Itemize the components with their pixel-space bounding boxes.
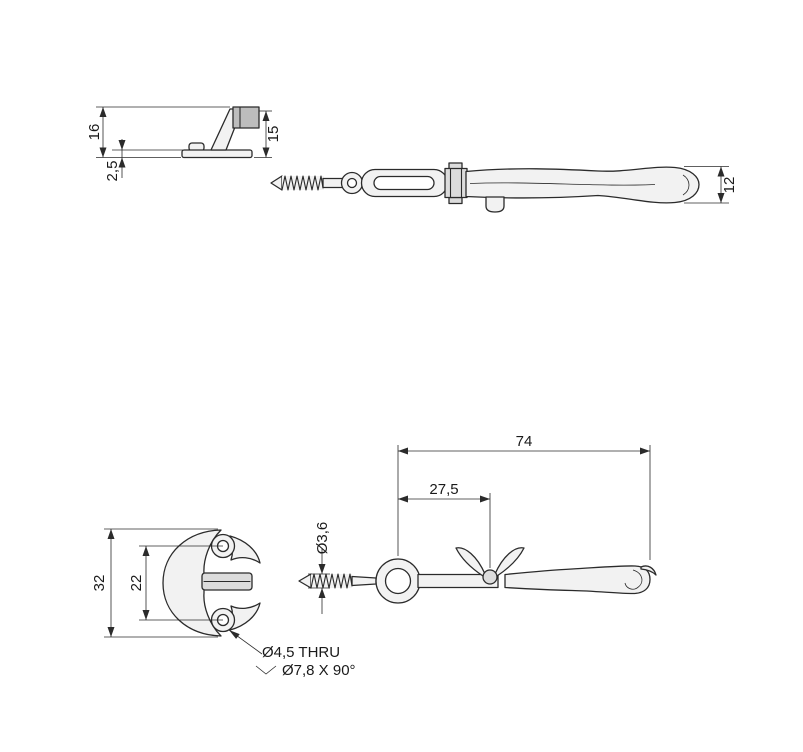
dimension-keeper-total-height: 16 <box>86 106 230 158</box>
dimension-label: Ø3,6 <box>314 522 331 555</box>
dimension-label: 16 <box>86 124 103 141</box>
dimension-hole-spacing: 22 <box>128 545 223 621</box>
view-keeper-side: 16 2,5 15 <box>86 106 282 181</box>
handle <box>465 166 700 204</box>
dimension-keeper-base-thickness: 2,5 <box>104 139 183 181</box>
dimension-keeper-catch-height: 15 <box>254 110 282 158</box>
keeper-front-part <box>162 529 261 637</box>
keeper-base-plate <box>181 149 253 159</box>
pivot-block <box>444 167 468 199</box>
dimension-thread-diameter: Ø3,6 <box>308 522 331 614</box>
keeper-side-part <box>181 106 260 159</box>
screw-thread <box>310 573 353 589</box>
dimension-label: 15 <box>265 126 282 143</box>
view-latch-side: 12 <box>270 162 738 213</box>
dimension-keeper-overall-height: 32 <box>91 528 218 638</box>
latch-shaft <box>417 573 499 589</box>
screw-tip <box>298 573 312 589</box>
view-keeper-front: 32 22 Ø4,5 THRU Ø7,8 X 90° <box>91 528 356 679</box>
screw-thread <box>281 175 324 191</box>
dimension-overall-length: 74 <box>397 433 651 560</box>
screw-eye-hole <box>346 177 358 189</box>
catch-hook <box>485 196 505 213</box>
screw-tip <box>270 175 283 191</box>
hole-callout: Ø4,5 THRU Ø7,8 X 90° <box>228 629 356 679</box>
pivot-pin <box>482 569 498 585</box>
dimension-label: 22 <box>128 575 145 592</box>
dimension-label: 2,5 <box>104 161 121 182</box>
hole-note-line2: Ø7,8 X 90° <box>282 662 356 679</box>
dimension-eye-to-pivot: 27,5 <box>398 481 491 568</box>
screw-neck <box>351 575 377 587</box>
wing-right <box>494 547 525 577</box>
dimension-label: 12 <box>721 177 738 194</box>
handle-inner-line <box>469 182 656 186</box>
dimension-label: 27,5 <box>429 481 458 498</box>
latch-side-part <box>270 162 700 213</box>
wing-left <box>455 547 486 577</box>
screw-shank <box>322 177 344 189</box>
dimension-label: 32 <box>91 575 108 592</box>
handle-flick <box>640 565 657 576</box>
thread-band <box>282 176 324 190</box>
view-latch-top: 74 27,5 Ø3,6 <box>298 433 657 614</box>
handle-tip-curl <box>682 174 690 196</box>
dimension-label: 74 <box>516 433 533 450</box>
pivot-nub-bottom <box>448 196 463 205</box>
eye-ring-hole <box>384 567 412 595</box>
hole-note-line1: Ø4,5 THRU <box>262 644 340 661</box>
countersink-icon <box>255 665 277 675</box>
keeper-body <box>162 529 222 637</box>
link-inner <box>373 175 435 191</box>
handle-top-view <box>504 565 651 595</box>
keeper-catch-block <box>232 106 260 129</box>
latch-top-part <box>298 547 657 604</box>
dimension-handle-height: 12 <box>684 166 738 204</box>
handle-scroll <box>624 569 643 590</box>
